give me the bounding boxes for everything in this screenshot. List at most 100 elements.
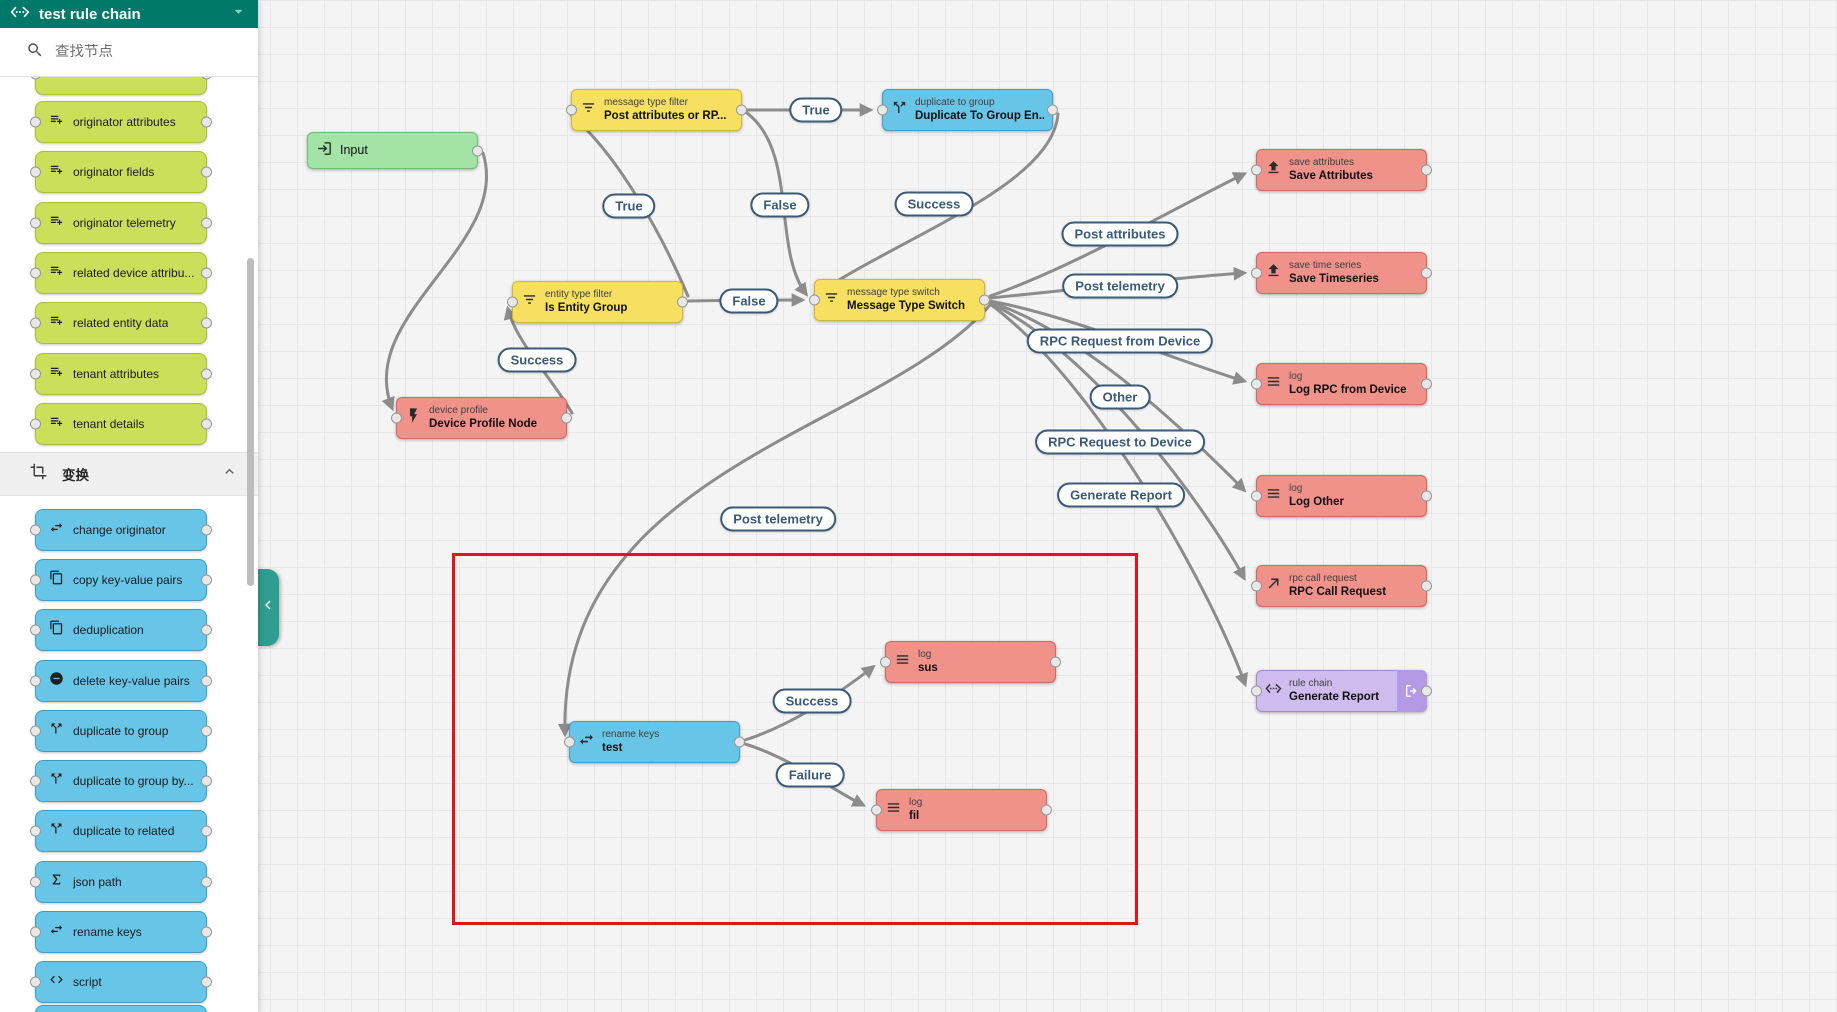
connector-right[interactable] <box>677 296 688 308</box>
connector-left[interactable] <box>877 104 888 116</box>
edge-label-post-attributes-6[interactable]: Post attributes <box>1061 221 1179 247</box>
connector-right[interactable] <box>1421 685 1432 697</box>
palette-item-originator-attributes[interactable]: originator attributes <box>30 101 212 143</box>
node-input[interactable]: Input <box>307 132 483 169</box>
edge-input-to-device-profile[interactable] <box>381 151 488 412</box>
edge-label-success-5[interactable]: Success <box>497 347 577 373</box>
connector-right[interactable] <box>979 294 990 306</box>
section-transform[interactable]: 变换 <box>0 452 258 496</box>
filter-icon <box>580 99 597 121</box>
palette-item-change-originator[interactable]: change originator <box>30 509 212 551</box>
sidebar-scrollbar-thumb[interactable] <box>247 258 254 586</box>
connector-left[interactable] <box>1251 164 1262 176</box>
dropdown-arrow-icon[interactable] <box>229 2 248 26</box>
connector-right[interactable] <box>1047 104 1058 116</box>
node-palette-panel: originator attributes originator fields or… <box>0 0 258 1012</box>
connector-right[interactable] <box>561 412 572 424</box>
connector-left[interactable] <box>566 104 577 116</box>
connector-left <box>30 368 41 380</box>
call-made-icon <box>1265 575 1282 597</box>
edge-label-other-9[interactable]: Other <box>1089 384 1151 410</box>
connector-left[interactable] <box>880 656 891 668</box>
upload-icon <box>1265 262 1282 284</box>
edge-label-true-0[interactable]: True <box>789 97 843 123</box>
connector-left[interactable] <box>1251 685 1262 697</box>
palette-item-deduplication[interactable]: deduplication <box>30 609 212 651</box>
palette-item-delete-key-value-pairs[interactable]: delete key-value pairs <box>30 660 212 702</box>
connector-right[interactable] <box>1421 267 1432 279</box>
edge-label-rpc-request-from-device-8[interactable]: RPC Request from Device <box>1026 328 1214 354</box>
connector-left[interactable] <box>1251 267 1262 279</box>
script-icon <box>49 972 64 992</box>
connector-right[interactable] <box>736 104 747 116</box>
edge-label-true-1[interactable]: True <box>602 193 656 219</box>
input-icon <box>316 140 333 162</box>
palette-item-related-device-attribu[interactable]: related device attribu... <box>30 252 212 294</box>
palette-item-rename-keys[interactable]: rename keys <box>30 911 212 953</box>
collapse-panel-button[interactable] <box>257 569 279 646</box>
connector-right[interactable] <box>1421 490 1432 502</box>
connector-right[interactable] <box>472 145 483 156</box>
palette-item-tenant-details[interactable]: tenant details <box>30 403 212 445</box>
palette-item-tenant-attributes[interactable]: tenant attributes <box>30 353 212 395</box>
palette-item-json-path[interactable]: json path <box>30 861 212 903</box>
connector-right[interactable] <box>1050 656 1061 668</box>
edge-label-generate-report-11[interactable]: Generate Report <box>1057 482 1185 508</box>
connector-right[interactable] <box>734 736 745 748</box>
connector-left[interactable] <box>1251 378 1262 390</box>
connector-right[interactable] <box>1421 164 1432 176</box>
connector-left[interactable] <box>507 296 518 308</box>
connector-left[interactable] <box>1251 580 1262 592</box>
connector-right[interactable] <box>1421 378 1432 390</box>
palette-item-originator-fields[interactable]: originator fields <box>30 151 212 193</box>
connector-right <box>201 775 212 787</box>
connector-right[interactable] <box>1041 804 1052 816</box>
connector-left <box>30 574 41 586</box>
palette-item-duplicate-to-group[interactable]: duplicate to group <box>30 710 212 752</box>
edge-label-post-telemetry-12[interactable]: Post telemetry <box>720 506 836 532</box>
edge-label-failure-14[interactable]: Failure <box>775 762 845 788</box>
edge-label-false-2[interactable]: False <box>750 192 810 218</box>
edge-label-success-3[interactable]: Success <box>894 191 974 217</box>
chevron-up-icon[interactable] <box>221 463 238 485</box>
palette-item-duplicate-to-group-by[interactable]: duplicate to group by... <box>30 760 212 802</box>
palette-item-copy-key-value-pairs[interactable]: copy key-value pairs <box>30 559 212 601</box>
edge-label-success-13[interactable]: Success <box>772 688 852 714</box>
palette-item-label: script <box>73 975 102 989</box>
edge-label-false-4[interactable]: False <box>719 288 779 314</box>
connector-left[interactable] <box>1251 490 1262 502</box>
palette-item-originator-telemetry[interactable]: originator telemetry <box>30 202 212 244</box>
palette-item-partial[interactable] <box>35 1005 207 1012</box>
palette-item-related-entity-data[interactable]: related entity data <box>30 302 212 344</box>
edge-switch-to-rename-keys[interactable] <box>557 303 992 738</box>
connector-left[interactable] <box>391 412 402 424</box>
connector-right <box>201 574 212 586</box>
node-search-input[interactable] <box>55 44 215 60</box>
palette-item-label: copy key-value pairs <box>73 573 183 587</box>
palette-item-duplicate-to-related[interactable]: duplicate to related <box>30 810 212 852</box>
rename-keys-icon <box>578 731 595 753</box>
edge-label-post-telemetry-7[interactable]: Post telemetry <box>1062 273 1178 299</box>
connector-left <box>30 926 41 938</box>
palette-item-script[interactable]: script <box>30 961 212 1003</box>
edge-label-rpc-request-to-device-10[interactable]: RPC Request to Device <box>1035 429 1205 455</box>
connector-left[interactable] <box>809 294 820 306</box>
connector-left[interactable] <box>871 804 882 816</box>
connector-right[interactable] <box>1421 580 1432 592</box>
